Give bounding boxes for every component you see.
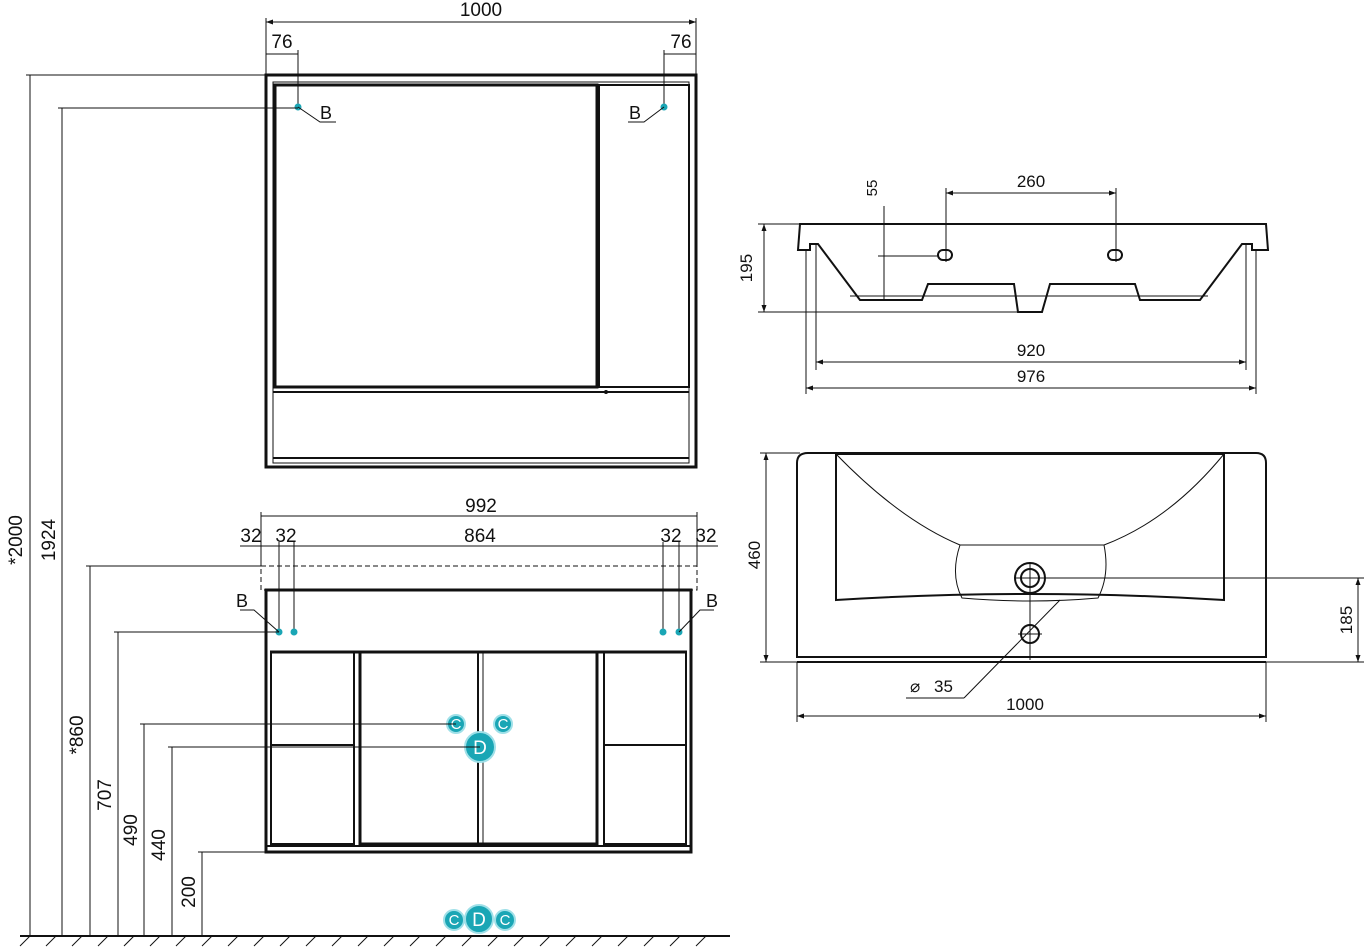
mirror-width-label: 1000 (460, 0, 502, 21)
tap-depth-label: 55 (864, 180, 881, 197)
vanity-utility-c-right-label: C (498, 716, 509, 733)
vanity-utility-c-left-label: C (451, 716, 462, 733)
mount-point-icon (290, 628, 298, 636)
cold-water-icon (443, 909, 465, 931)
floor-utility-markers: C D C (443, 904, 516, 934)
drain-icon (464, 904, 494, 934)
height-dimensions: *2000 1924 *860 707 490 440 200 (6, 74, 480, 936)
height-vanity-mount-label: 707 (95, 779, 116, 811)
height-vanity-bottom-label: 200 (179, 876, 200, 908)
height-utility-d-label: 440 (149, 829, 170, 861)
vanity-right-outer-label: 32 (695, 526, 716, 547)
vanity-mount-left-label: B (236, 591, 248, 611)
basin-inner-width-label: 920 (1017, 341, 1045, 360)
hot-water-icon (494, 909, 516, 931)
vanity-utility-d-label: D (473, 738, 487, 759)
floor-c-left-label: C (449, 912, 460, 929)
vanity-width-dimensions: 992 32 32 864 32 32 (240, 496, 718, 632)
height-utility-c-label: 490 (121, 814, 142, 846)
basin-section-view: 260 55 195 920 976 (737, 172, 1270, 394)
basin-height-label: 195 (737, 254, 756, 282)
hot-water-icon (493, 714, 513, 734)
mirror-mount-left-label: B (320, 103, 332, 123)
vanity-left-inner-label: 32 (275, 526, 296, 547)
basin-plan-view: 460 185 ⌀ 35 1000 (745, 452, 1364, 722)
vanity-cabinet (260, 565, 698, 854)
vanity-inner-width-label: 864 (464, 526, 496, 547)
vanity-mount-points: B B (236, 591, 718, 636)
vanity-utility-markers: C C D (446, 714, 513, 763)
mount-point-icon (659, 628, 667, 636)
basin-depth-label: 460 (745, 541, 764, 569)
drain-diameter-label: 35 (934, 677, 953, 696)
mirror-right-offset-label: 76 (670, 32, 691, 53)
mirror-width-dimension: 1000 76 76 (265, 0, 697, 108)
floor-d-label: D (472, 910, 486, 931)
vanity-mount-right-label: B (706, 591, 718, 611)
floor-c-right-label: C (500, 912, 511, 929)
vanity-left-outer-label: 32 (240, 526, 261, 547)
vanity-top-width-label: 992 (465, 496, 497, 517)
drain-offset-label: 185 (1337, 606, 1356, 634)
height-mirror-mount-label: 1924 (39, 518, 60, 561)
height-vanity-top-label: *860 (67, 715, 88, 754)
height-total-label: *2000 (6, 515, 27, 565)
floor-line (19, 935, 730, 947)
mirror-left-offset-label: 76 (271, 32, 292, 53)
mirror-mount-right-label: B (629, 103, 641, 123)
mirror-mount-points: B B (294, 103, 668, 123)
basin-plan-width-label: 1000 (1006, 695, 1044, 714)
tap-spacing-label: 260 (1017, 172, 1045, 191)
mirror-cabinet (264, 73, 698, 469)
diameter-symbol: ⌀ (910, 677, 920, 696)
vanity-right-inner-label: 32 (660, 526, 681, 547)
basin-outer-width-label: 976 (1017, 367, 1045, 386)
